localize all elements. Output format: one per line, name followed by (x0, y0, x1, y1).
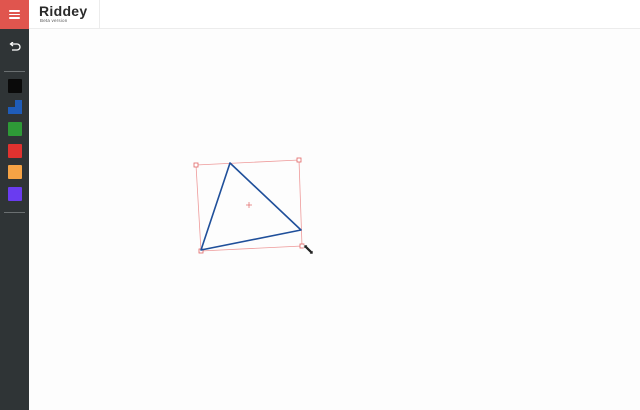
top-bar: Riddey Beta version (29, 0, 640, 29)
color-swatch-black[interactable] (8, 79, 22, 93)
sidebar-divider (4, 212, 25, 213)
color-swatch-green[interactable] (8, 122, 22, 136)
hamburger-menu-icon (9, 10, 20, 12)
app-subtitle: Beta version (40, 18, 68, 23)
undo-button[interactable] (0, 36, 29, 58)
color-swatch-red[interactable] (8, 144, 22, 158)
triangle-shape[interactable] (200, 162, 302, 251)
color-swatch-orange[interactable] (8, 165, 22, 179)
app-name: Riddey (39, 3, 88, 19)
undo-arrow-icon (9, 41, 21, 51)
color-swatch-purple[interactable] (8, 187, 22, 201)
menu-button[interactable] (0, 0, 29, 29)
resize-handle-top-right[interactable] (296, 157, 302, 163)
drawing-canvas[interactable] (29, 29, 640, 410)
tool-sidebar (0, 0, 29, 410)
selected-color-marker (8, 100, 22, 114)
brand-logo[interactable]: Riddey Beta version (29, 0, 100, 29)
resize-diagonal-cursor (303, 244, 314, 255)
sidebar-divider (4, 71, 25, 72)
resize-handle-bottom-right[interactable] (299, 243, 305, 249)
resize-handle-top-left[interactable] (193, 162, 199, 168)
selection-box[interactable] (193, 157, 305, 254)
color-swatch-blue[interactable] (8, 100, 22, 114)
center-crosshair (246, 202, 252, 208)
